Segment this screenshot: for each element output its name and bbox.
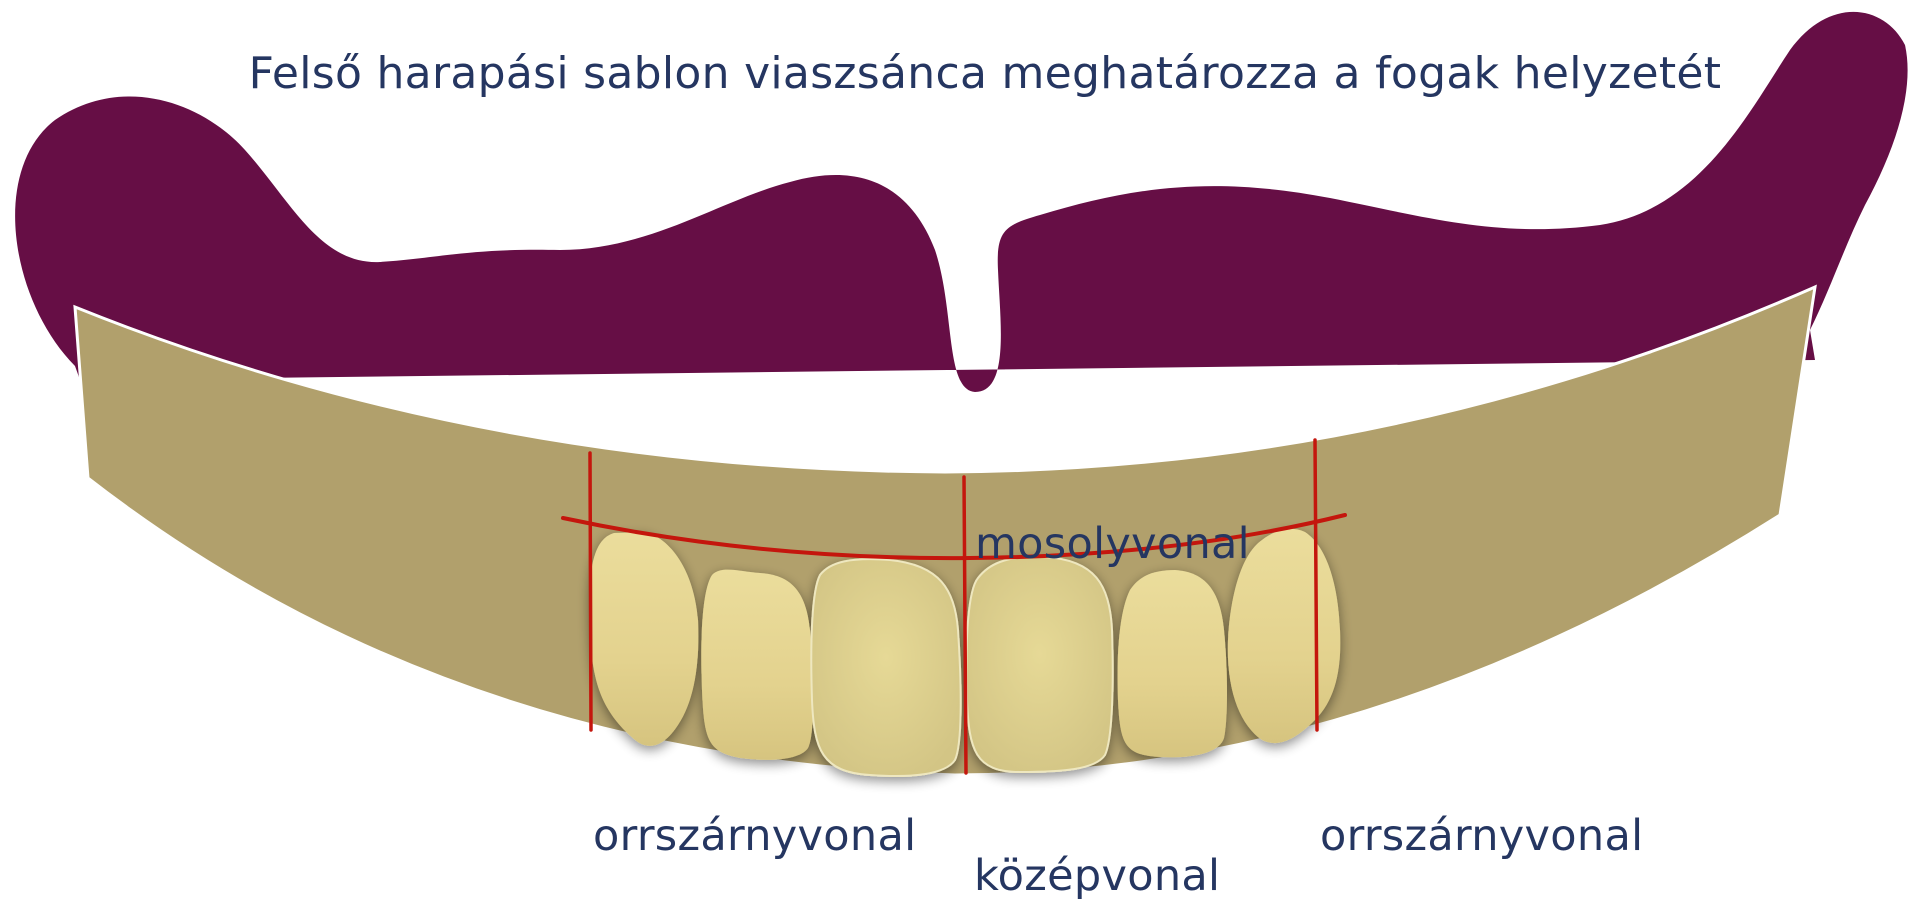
ala-line-right-label: orrszárnyvonal	[1320, 815, 1643, 858]
ala-line-left-label: orrszárnyvonal	[593, 815, 916, 858]
ala-line-left	[590, 453, 591, 730]
diagram-title: Felső harapási sablon viaszsánca meghatá…	[0, 52, 1910, 96]
ala-line-right	[1315, 440, 1317, 730]
midline-label: középvonal	[974, 855, 1220, 898]
smile-line-label: mosolyvonal	[975, 523, 1250, 566]
tooth-right-central	[811, 559, 960, 776]
tooth-left-lateral	[1118, 570, 1228, 757]
midline-line	[964, 477, 966, 773]
tooth-right-lateral	[701, 570, 813, 760]
tooth-left-central	[966, 557, 1112, 772]
